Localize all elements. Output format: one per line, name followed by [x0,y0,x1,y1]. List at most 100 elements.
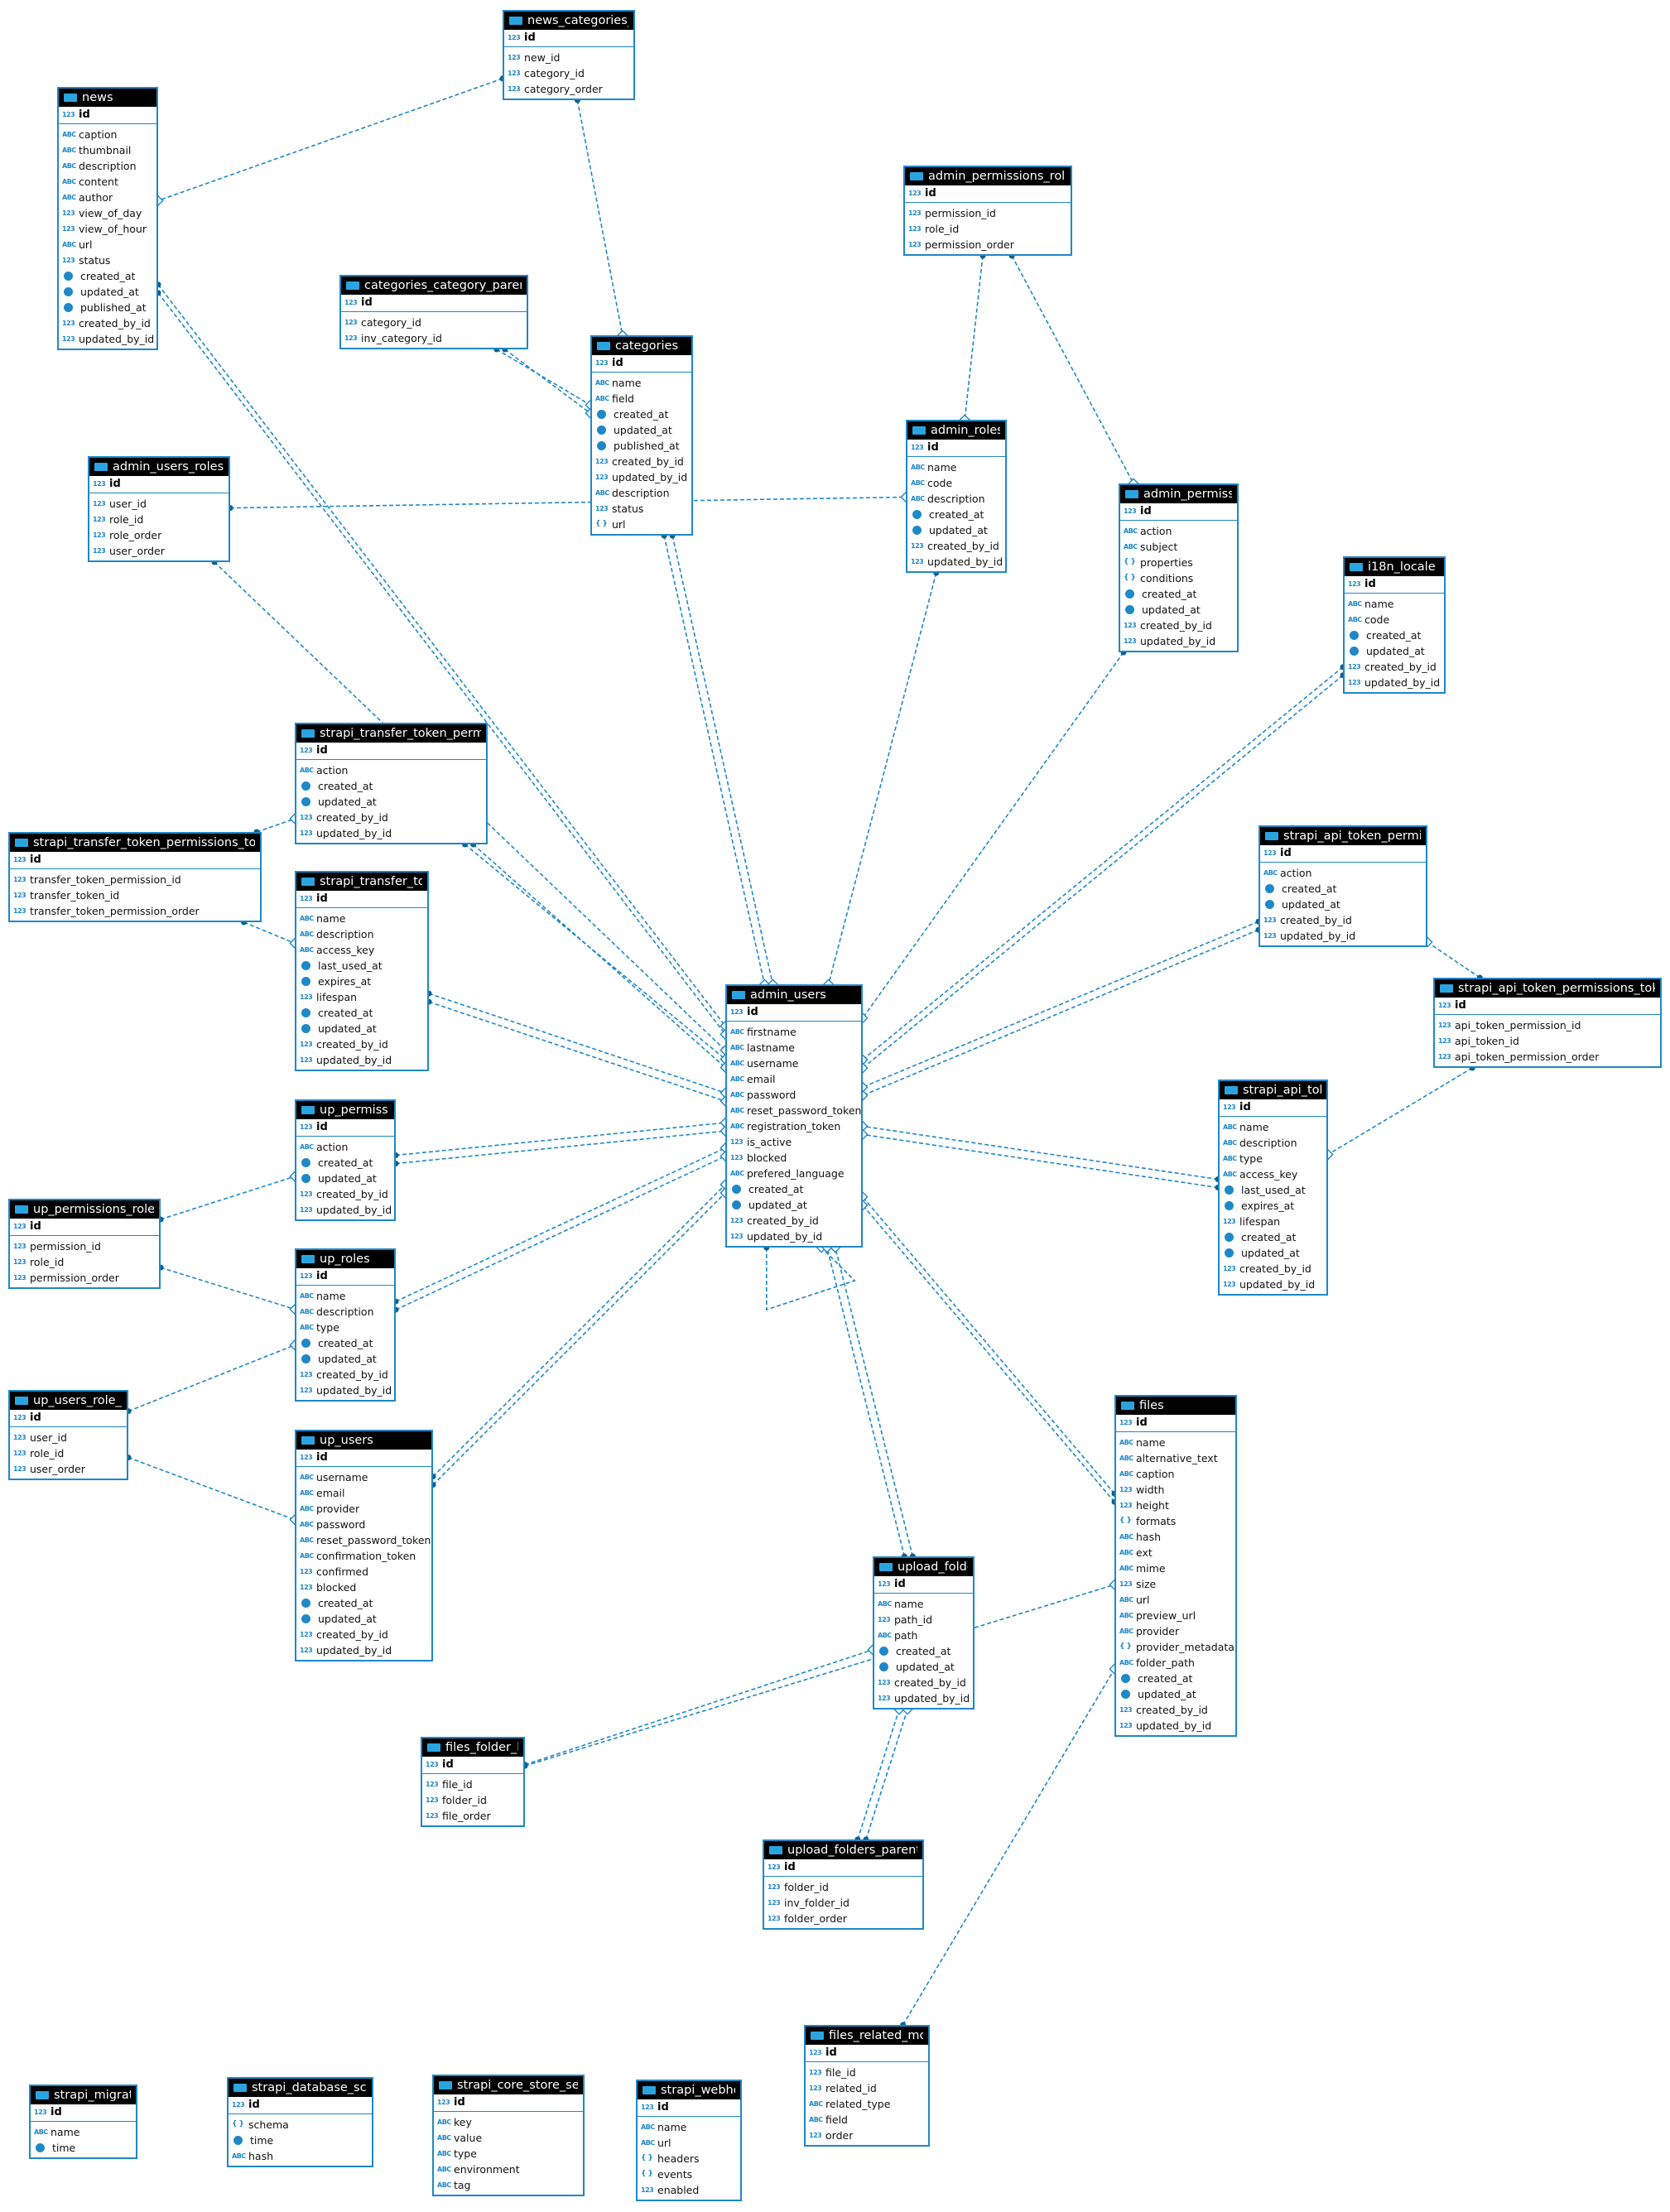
table-column[interactable]: updated_at [874,1659,973,1675]
table-column[interactable]: created_at [296,1005,427,1021]
table-column[interactable]: updated_at [296,1351,394,1367]
table-column[interactable]: { }formats [1116,1513,1235,1529]
table-admin-permissions-role-links[interactable]: admin_permissions_role_li123id123permiss… [903,166,1072,256]
table-column[interactable]: last_used_at [296,958,427,974]
table-column[interactable]: created_at [59,268,156,284]
table-column[interactable]: created_at [296,1595,431,1611]
table-column[interactable]: created_at [907,507,1005,522]
table-column[interactable]: expires_at [296,974,427,989]
table-strapi-transfer-tokens[interactable]: strapi_transfer_toke123idABCnameABCdescr… [295,871,429,1071]
table-column[interactable]: { }properties [1120,555,1237,570]
table-column[interactable]: updated_at [1120,602,1237,618]
table-column[interactable]: { }events [638,2166,740,2182]
table-column[interactable]: updated_at [727,1197,861,1213]
table-column[interactable]: updated_at [592,422,691,438]
table-column[interactable]: expires_at [1220,1198,1326,1214]
table-files-folder-links[interactable]: files_folder_lin123id123file_id123folder… [421,1737,525,1827]
table-upload-folders[interactable]: upload_folder123idABCname123path_idABCpa… [873,1556,975,1709]
table-column[interactable]: created_at [296,1335,394,1351]
table-column[interactable]: updated_at [296,1171,394,1186]
table-column[interactable]: { }headers [638,2151,740,2166]
table-column[interactable]: updated_at [59,284,156,300]
table-news-categories-links[interactable]: news_categories_lin123id123new_id123cate… [503,10,635,100]
table-column[interactable]: published_at [592,438,691,454]
table-column[interactable]: { }conditions [1120,570,1237,586]
table-column[interactable]: created_at [1220,1229,1326,1245]
table-column[interactable]: published_at [59,300,156,315]
table-up-users-role-links[interactable]: up_users_role_lin123id123user_id123role_… [8,1390,128,1480]
